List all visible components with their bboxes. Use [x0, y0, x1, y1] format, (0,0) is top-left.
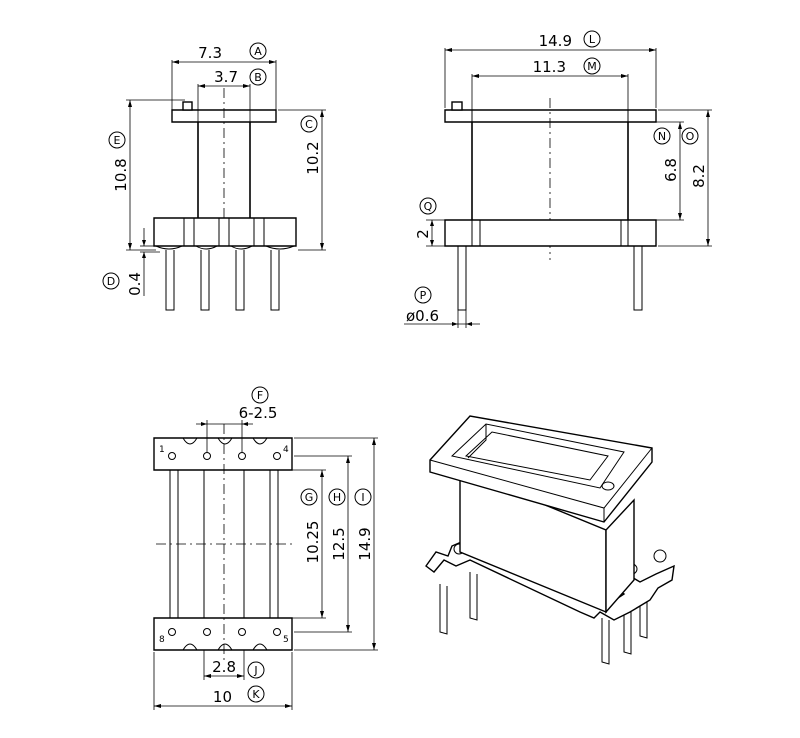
lower-notches	[182, 643, 268, 651]
label-o-circle	[681, 127, 699, 145]
pin-number-8: 8	[159, 635, 165, 645]
label-d-circle	[102, 272, 120, 290]
label-l-circle	[583, 30, 601, 48]
label-q: Q	[424, 200, 433, 213]
label-p: P	[420, 289, 427, 302]
label-k-circle	[247, 685, 265, 703]
dim-k-value: 10	[213, 688, 232, 706]
label-c-circle	[300, 115, 318, 133]
label-q-circle	[419, 197, 437, 215]
front-top-nub	[182, 101, 193, 111]
label-i: I	[361, 491, 364, 504]
label-k: K	[252, 688, 260, 701]
label-e-circle	[108, 131, 126, 149]
label-n: N	[658, 130, 666, 143]
label-j: J	[253, 664, 257, 677]
iso-top-flange	[429, 415, 653, 523]
front-pins	[165, 250, 280, 311]
side-pins	[457, 246, 643, 311]
pin-number-4: 4	[283, 445, 289, 455]
dim-q-value: 2	[414, 229, 432, 239]
label-i-circle	[354, 488, 372, 506]
side-top-nub	[451, 101, 463, 111]
upper-notches	[182, 437, 268, 445]
label-g: G	[305, 491, 314, 504]
dim-n-value: 6.8	[662, 158, 680, 182]
dim-d-value: 0.4	[126, 272, 144, 296]
label-a: A	[254, 45, 262, 58]
pin-number-1: 1	[159, 445, 165, 455]
side-top-flange	[444, 109, 657, 123]
label-m: M	[587, 60, 597, 73]
iso-top-nub	[601, 481, 615, 491]
label-h: H	[333, 491, 341, 504]
front-base-bottom-arcs	[155, 245, 295, 250]
dim-j-value: 2.8	[212, 658, 236, 676]
dim-b-value: 3.7	[214, 68, 238, 86]
isometric-view	[425, 415, 675, 665]
top-view: 1 4 8 5 6-2.5 F 10.25 G 12.5 H	[153, 386, 378, 710]
side-base-lines	[471, 220, 629, 246]
dim-c-value: 10.2	[304, 141, 322, 174]
label-j-circle	[247, 661, 265, 679]
dim-h-value: 12.5	[330, 527, 348, 560]
label-l: L	[589, 33, 596, 46]
label-b-circle	[249, 68, 267, 86]
label-n-circle	[653, 127, 671, 145]
dim-f-value: 6-2.5	[239, 404, 278, 422]
label-g-circle	[300, 488, 318, 506]
top-rail-lower	[153, 617, 293, 651]
front-base	[153, 217, 297, 247]
label-b: B	[254, 71, 262, 84]
label-p-circle	[414, 286, 432, 304]
side-base	[444, 219, 657, 247]
label-h-circle	[328, 488, 346, 506]
dim-p-value: ø0.6	[406, 307, 439, 325]
pin-number-5: 5	[283, 635, 289, 645]
front-view: 7.3 A 3.7 B 10.8 E 10.2 C 0.4	[102, 42, 326, 311]
label-c: C	[305, 118, 313, 131]
label-f: F	[257, 389, 263, 402]
dim-a-value: 7.3	[198, 44, 222, 62]
dim-i-value: 14.9	[356, 527, 374, 560]
label-m-circle	[583, 57, 601, 75]
dim-g-value: 10.25	[304, 521, 322, 564]
dim-o-value: 8.2	[690, 164, 708, 188]
dim-l-value: 14.9	[539, 32, 572, 50]
label-o: O	[686, 130, 695, 143]
label-d: D	[107, 275, 115, 288]
label-a-circle	[249, 42, 267, 60]
side-view: 14.9 L 11.3 M 6.8 N 8.2 O 2 Q	[404, 30, 712, 328]
iso-top-recess	[450, 423, 625, 489]
label-f-circle	[251, 386, 269, 404]
front-base-grooves	[183, 218, 265, 246]
dim-e-value: 10.8	[112, 158, 130, 191]
label-e: E	[114, 134, 121, 147]
dim-m-value: 11.3	[533, 58, 566, 76]
iso-body-side	[605, 498, 635, 614]
